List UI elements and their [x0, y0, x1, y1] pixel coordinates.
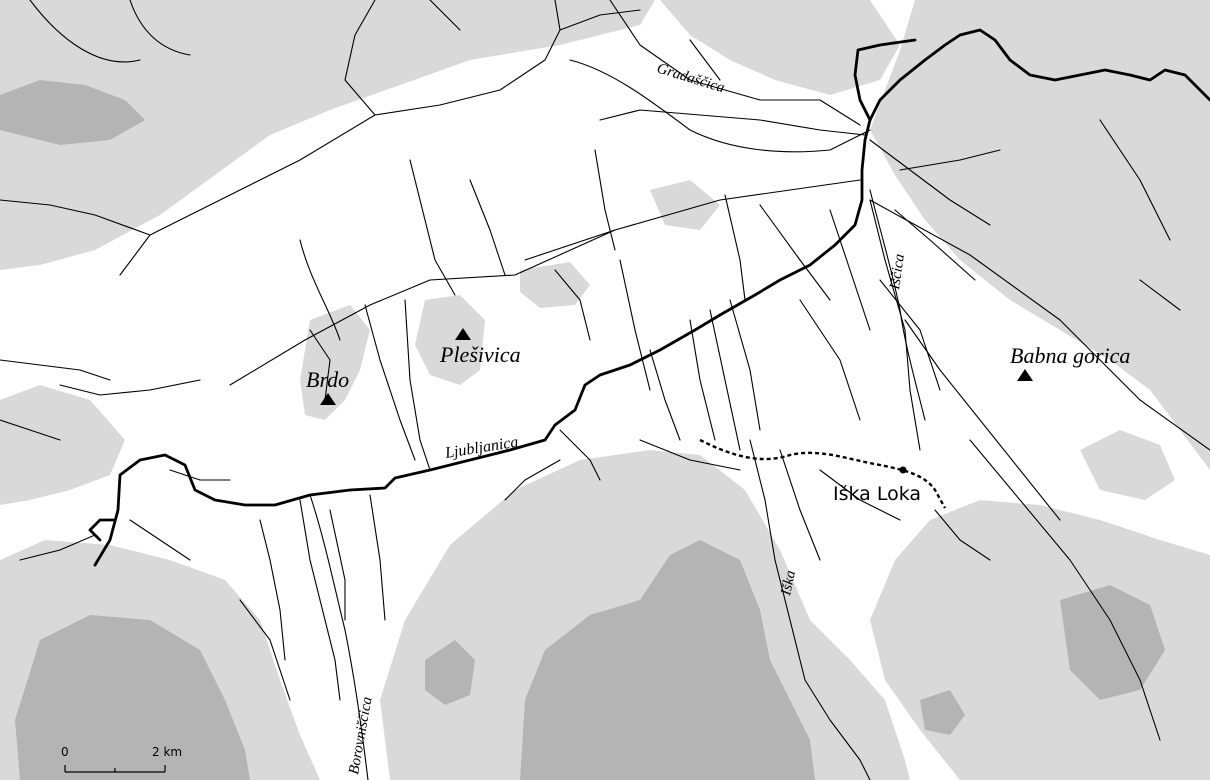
gradascica-label: Gradaščica	[655, 61, 727, 97]
gradascica-river	[569, 59, 871, 153]
scale-start-label: 0	[61, 745, 69, 759]
iscica-label: Iščica	[887, 253, 908, 292]
plesivica-peak-icon	[455, 328, 471, 340]
iscica-river	[869, 189, 926, 421]
brdo-label: Brdo	[306, 367, 349, 392]
ljubljanica-source-branch	[88, 518, 117, 542]
babna-gorica-peak-icon	[1017, 369, 1033, 381]
plesivica-label: Plešivica	[439, 342, 521, 367]
iska-label: Iška	[778, 569, 799, 598]
babna-gorica-label: Babna gorica	[1010, 343, 1130, 368]
highland-terrain	[0, 80, 1165, 780]
borovniscica-river	[309, 494, 369, 780]
borovniscica-label: Borovniščica	[346, 696, 375, 776]
scale-end-label: 2 km	[152, 745, 182, 759]
brdo-peak-icon	[320, 393, 336, 405]
iska-loka-dot-icon	[899, 466, 907, 474]
ljubljanica-river	[93, 28, 1210, 567]
scale-bar: 0 2 km	[61, 745, 182, 773]
iska-loka-label: Iška Loka	[833, 483, 921, 505]
ljubljanica-oxbow	[853, 38, 917, 122]
